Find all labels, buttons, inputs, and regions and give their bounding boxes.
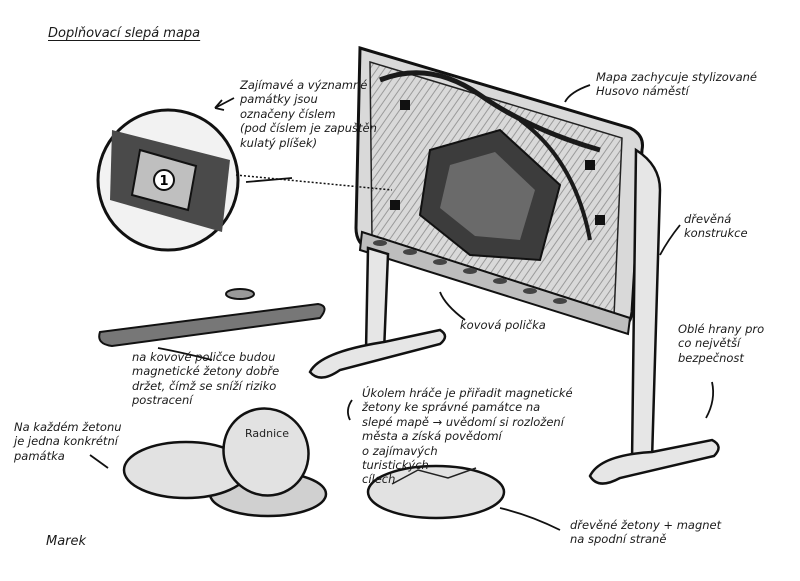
inset-number: 1 <box>159 174 168 189</box>
annotation-landmarks: Zajímavé a významné památky jsou označen… <box>240 78 377 150</box>
loose-shelf <box>98 288 326 348</box>
wooden-stand <box>308 147 720 485</box>
number-badge <box>153 169 175 191</box>
annotation-shelf: kovová polička <box>460 318 546 332</box>
annotation-wood: dřevěná konstrukce <box>684 212 748 241</box>
page-title: Doplňovací slepá mapa <box>48 26 201 41</box>
token-label: Radnice <box>245 427 289 440</box>
annotation-map: Mapa zachycuje stylizované Husovo náměst… <box>596 70 757 99</box>
shelf-token <box>225 288 255 300</box>
signature: Marek <box>46 534 87 549</box>
annotation-tokens: dřevěné žetony + magnet na spodní straně <box>570 518 722 547</box>
annotation-each-token: Na každém žetonu je jedna konkrétní pamá… <box>14 420 122 463</box>
pointer-arrows <box>89 84 715 531</box>
detail-inset: 1 <box>96 108 393 252</box>
annotation-goal: Úkolem hráče je přiřadit magnetické žeto… <box>362 386 573 487</box>
tokens-stack: Radnice <box>122 407 506 520</box>
annotation-edges: Oblé hrany pro co největší bezpečnost <box>678 322 765 365</box>
annotation-magnets: na kovové poličce budou magnetické žeton… <box>132 350 280 408</box>
metal-shelf <box>358 230 632 336</box>
